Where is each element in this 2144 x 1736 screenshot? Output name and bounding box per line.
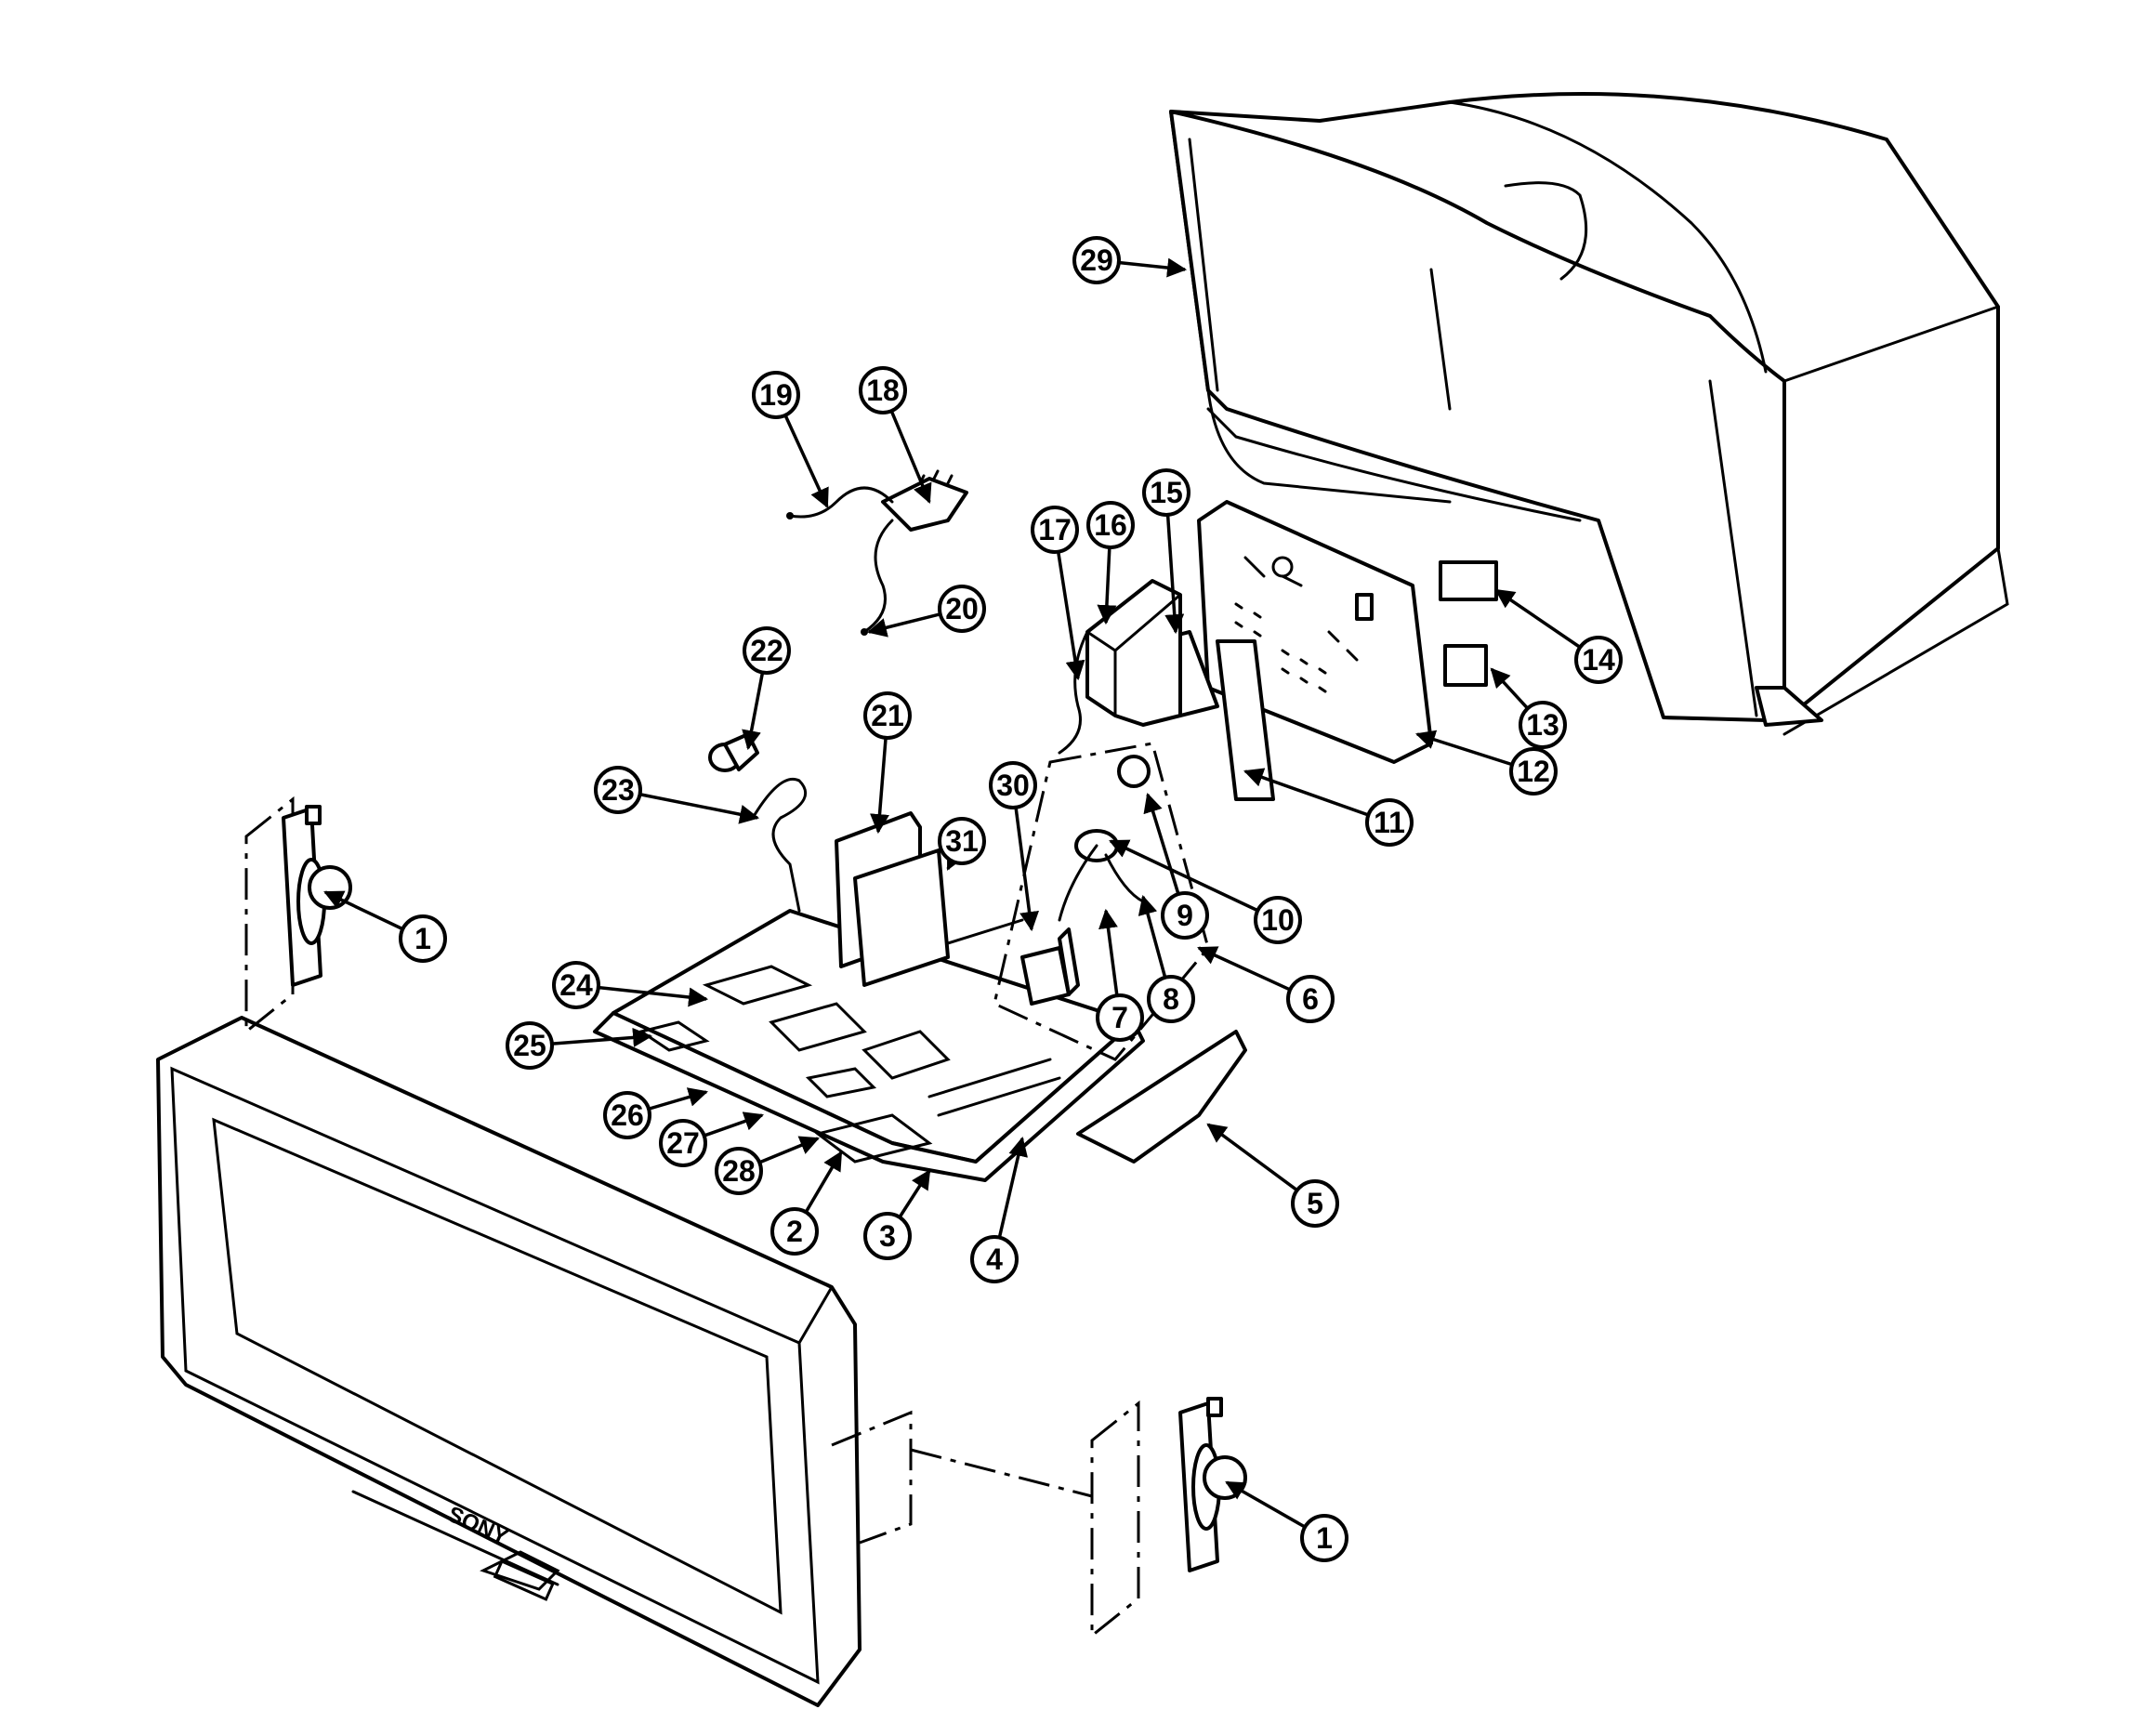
callout-circle-1 [1300,1514,1348,1562]
callout-label-27: 27 [666,1126,700,1160]
callout-label-21: 21 [871,699,904,732]
callout-circle-14 [1574,636,1623,684]
power-assembly [993,742,1210,1061]
cable-23 [751,778,808,913]
callout-circle-27 [659,1119,707,1167]
callout-circle-10 [1254,896,1302,944]
callout-label-2: 2 [786,1215,803,1248]
front-bezel: SONY [156,1016,862,1707]
callout-circle-9 [1161,891,1209,940]
bracket-link-dash [910,1448,1093,1498]
small-board-14 [1439,560,1498,601]
callout-circle-8 [1147,975,1195,1023]
callout-leader-30 [1011,784,1039,932]
callout-label-12: 12 [1517,755,1550,788]
callout-label-28: 28 [722,1154,756,1188]
callout-circle-19 [752,371,800,419]
wire-17 [1058,630,1089,755]
callout-label-16: 16 [1094,508,1127,542]
callout-label-29: 29 [1080,243,1113,277]
callout-circle-26 [603,1091,651,1139]
shield-box [1085,579,1182,727]
callout-circle-4 [970,1235,1019,1283]
callout-label-13: 13 [1526,708,1559,742]
callout-leader-11 [1243,768,1390,824]
callout-label-24: 24 [559,968,593,1002]
mount-bracket-dash [831,1410,913,1545]
callout-circle-31 [938,817,986,865]
callout-label-20: 20 [945,592,979,625]
callout-circle-28 [715,1147,763,1195]
callout-label-5: 5 [1307,1187,1323,1220]
callout-label-7: 7 [1111,1001,1128,1034]
callout-circle-3 [863,1212,912,1260]
callout-label-26: 26 [611,1098,644,1132]
callout-label-1: 1 [1316,1521,1333,1555]
chassis-tray [593,909,1145,1182]
callout-leader-10 [1109,839,1279,922]
callout-circle-21 [863,691,912,740]
callout-leader-17 [1053,529,1085,681]
callout-circle-13 [1519,701,1567,749]
callout-label-25: 25 [513,1029,546,1062]
callout-circle-30 [989,761,1037,809]
callout-label-10: 10 [1261,903,1295,937]
callout-circle-23 [594,766,642,814]
callout-label-14: 14 [1582,643,1615,677]
cover-plate [1076,1030,1247,1164]
callout-circle-16 [1086,501,1135,549]
callout-label-31: 31 [945,824,979,858]
small-board-13 [1443,644,1488,687]
callout-circle-1 [399,914,447,963]
callout-label-17: 17 [1038,513,1072,546]
right-speaker [1090,1397,1247,1639]
callout-circle-20 [938,585,986,633]
callout-label-23: 23 [601,773,635,807]
callout-circle-2 [770,1207,819,1256]
callout-label-1: 1 [414,922,431,955]
callout-label-18: 18 [866,374,900,407]
callout-label-3: 3 [879,1219,896,1253]
callout-label-19: 19 [759,378,793,412]
vertical-boards [835,811,950,987]
callout-label-6: 6 [1302,982,1319,1016]
left-speaker [244,796,352,1035]
callout-label-8: 8 [1163,982,1179,1016]
callout-circle-17 [1031,506,1079,554]
callout-circle-5 [1291,1179,1339,1228]
callout-circle-29 [1072,236,1121,284]
callout-circle-11 [1365,798,1414,847]
callout-label-22: 22 [750,634,783,667]
main-board [1151,500,1433,801]
callout-label-11: 11 [1374,806,1405,839]
callout-label-9: 9 [1177,899,1193,932]
callout-circle-25 [506,1021,554,1070]
callout-circle-12 [1509,747,1558,796]
callout-circle-18 [859,366,907,414]
callout-circle-6 [1286,975,1335,1023]
callout-circle-7 [1096,993,1144,1042]
callout-circle-15 [1142,468,1190,517]
callout-label-4: 4 [986,1243,1003,1276]
callout-label-15: 15 [1150,476,1183,509]
callout-circle-22 [743,626,791,675]
callout-circle-24 [552,961,600,1009]
callout-label-30: 30 [996,769,1030,802]
rear-cabinet [1169,92,2009,736]
